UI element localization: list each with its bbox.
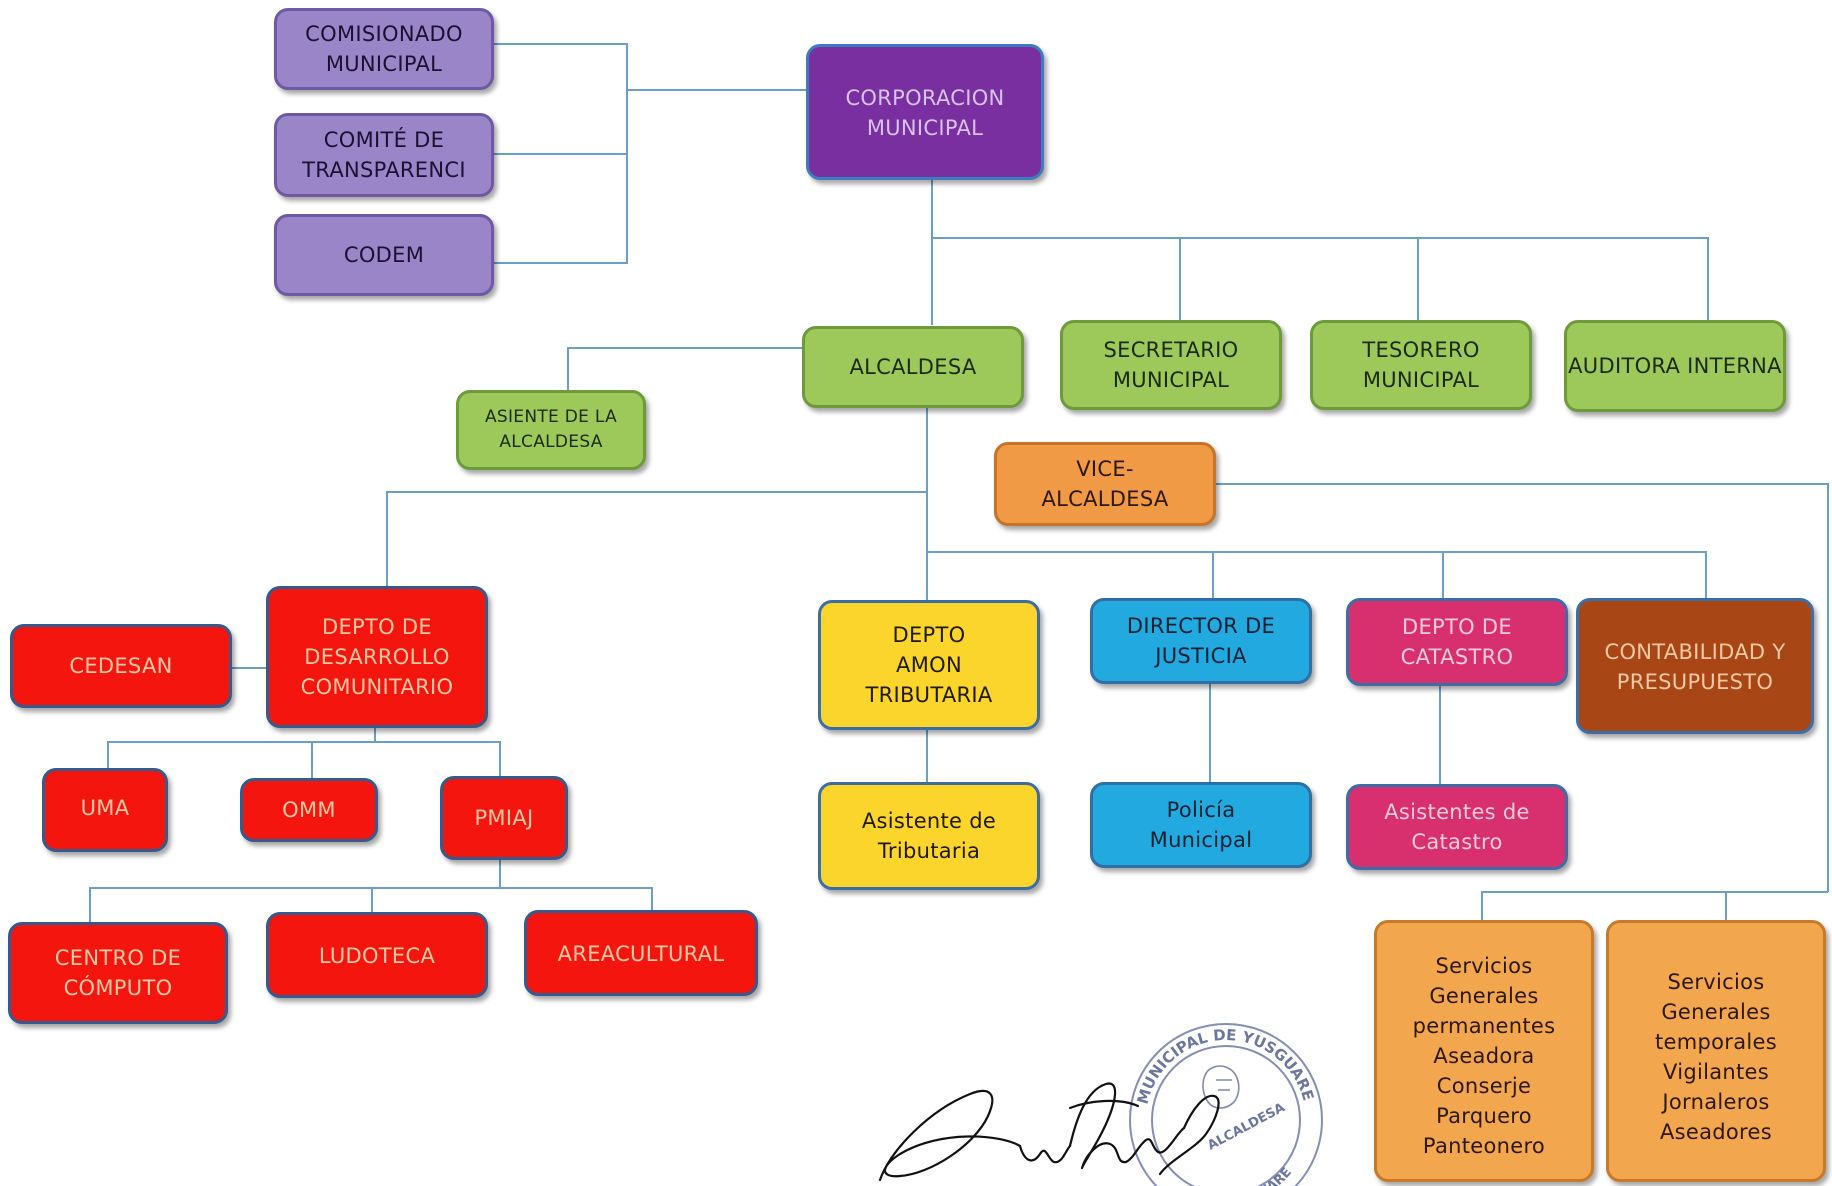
pmiaj-box: PMIAJ bbox=[440, 776, 568, 860]
comite-transparencia-box: COMITÉ DE TRANSPARENCI bbox=[274, 113, 494, 197]
depto-amon-tributaria-label: DEPTO AMON TRIBUTARIA bbox=[865, 623, 993, 707]
director-justicia-label: DIRECTOR DE JUSTICIA bbox=[1126, 614, 1276, 668]
uma-label: UMA bbox=[80, 796, 130, 820]
centro-computo-label: CENTRO DE CÓMPUTO bbox=[54, 946, 182, 1000]
contabilidad-presupuesto-box: CONTABILIDAD Y PRESUPUESTO bbox=[1576, 598, 1814, 734]
codem-label: CODEM bbox=[343, 243, 425, 267]
pmiaj-label: PMIAJ bbox=[474, 806, 534, 830]
asistente-tributaria-label: Asistente de Tributaria bbox=[861, 809, 997, 863]
servicios-temporales-box: Servicios Generales temporales Vigilante… bbox=[1606, 920, 1826, 1182]
tesorero-municipal-label: TESORERO MUNICIPAL bbox=[1362, 338, 1480, 392]
secretario-municipal-box: SECRETARIO MUNICIPAL bbox=[1060, 320, 1282, 410]
ludoteca-box: LUDOTECA bbox=[266, 912, 488, 998]
contabilidad-presupuesto-label: CONTABILIDAD Y PRESUPUESTO bbox=[1604, 640, 1786, 694]
handwritten-signature bbox=[878, 1082, 1220, 1182]
policia-municipal-label: Policía Municipal bbox=[1149, 798, 1253, 852]
vice-alcaldesa-box: VICE- ALCALDESA bbox=[994, 442, 1216, 526]
director-justicia-box: DIRECTOR DE JUSTICIA bbox=[1090, 598, 1312, 684]
uma-box: UMA bbox=[42, 768, 168, 852]
asiente-alcaldesa-box: ASIENTE DE LA ALCALDESA bbox=[456, 390, 646, 470]
corporacion-municipal-label: CORPORACION MUNICIPAL bbox=[845, 86, 1005, 140]
alcaldesa-label: ALCALDESA bbox=[849, 355, 977, 379]
omm-label: OMM bbox=[282, 798, 336, 822]
asistentes-catastro-label: Asistentes de Catastro bbox=[1384, 800, 1530, 854]
servicios-temporales-label: Servicios Generales temporales Vigilante… bbox=[1655, 970, 1777, 1144]
policia-municipal-box: Policía Municipal bbox=[1090, 782, 1312, 868]
depto-amon-tributaria-box: DEPTO AMON TRIBUTARIA bbox=[818, 600, 1040, 730]
tesorero-municipal-box: TESORERO MUNICIPAL bbox=[1310, 320, 1532, 410]
secretario-municipal-label: SECRETARIO MUNICIPAL bbox=[1103, 338, 1239, 392]
ludoteca-label: LUDOTECA bbox=[318, 944, 436, 968]
comisionado-municipal-box: COMISIONADO MUNICIPAL bbox=[274, 8, 494, 90]
asistente-tributaria-box: Asistente de Tributaria bbox=[818, 782, 1040, 890]
cedesan-box: CEDESAN bbox=[10, 624, 232, 708]
alcaldesa-box: ALCALDESA bbox=[802, 326, 1024, 408]
servicios-permanentes-box: Servicios Generales permanentes Aseadora… bbox=[1374, 920, 1594, 1182]
auditora-interna-label: AUDITORA INTERNA bbox=[1568, 354, 1782, 378]
comite-transparencia-label: COMITÉ DE TRANSPARENCI bbox=[302, 128, 466, 182]
servicios-permanentes-label: Servicios Generales permanentes Aseadora… bbox=[1412, 954, 1556, 1158]
asistentes-catastro-box: Asistentes de Catastro bbox=[1346, 784, 1568, 870]
centro-computo-box: CENTRO DE CÓMPUTO bbox=[8, 922, 228, 1024]
areacultural-box: AREACULTURAL bbox=[524, 910, 758, 996]
depto-catastro-box: DEPTO DE CATASTRO bbox=[1346, 598, 1568, 686]
auditora-interna-box: AUDITORA INTERNA bbox=[1564, 320, 1786, 412]
depto-desarrollo-comunitario-label: DEPTO DE DESARROLLO COMUNITARIO bbox=[300, 615, 454, 699]
cedesan-label: CEDESAN bbox=[69, 654, 173, 678]
areacultural-label: AREACULTURAL bbox=[557, 942, 725, 966]
asiente-alcaldesa-label: ASIENTE DE LA ALCALDESA bbox=[484, 407, 618, 452]
depto-catastro-label: DEPTO DE CATASTRO bbox=[1400, 615, 1514, 669]
depto-desarrollo-comunitario-box: DEPTO DE DESARROLLO COMUNITARIO bbox=[266, 586, 488, 728]
omm-box: OMM bbox=[240, 778, 378, 842]
vice-alcaldesa-label: VICE- ALCALDESA bbox=[1041, 457, 1169, 511]
comisionado-municipal-label: COMISIONADO MUNICIPAL bbox=[305, 22, 463, 76]
municipal-seal-stamp: MUNICIPAL DE YUSGUARE DE YUSGUARE ALCALD… bbox=[1129, 1023, 1323, 1186]
codem-box: CODEM bbox=[274, 214, 494, 296]
corporacion-municipal-box: CORPORACION MUNICIPAL bbox=[806, 44, 1044, 180]
